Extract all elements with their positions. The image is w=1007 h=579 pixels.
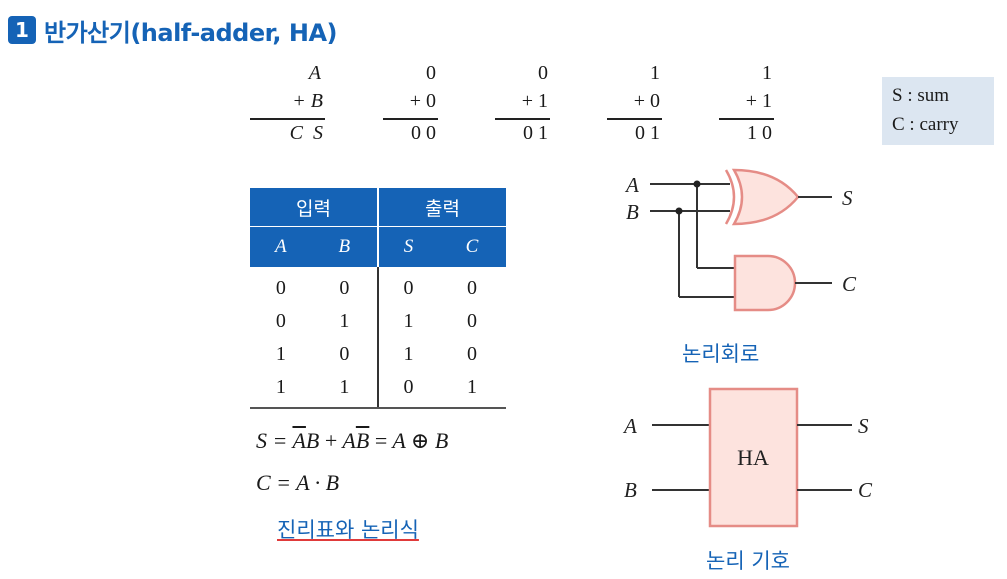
equals-sign: = <box>374 428 388 453</box>
sum-lhs: S = <box>256 428 288 453</box>
ha-symbol: A B HA S C <box>622 387 873 528</box>
legend-box: S : sum C : carry <box>882 77 994 145</box>
truth-table: 입력 출력 A B S C 0 0 0 0 0 1 1 0 1 0 1 0 <box>250 188 506 409</box>
addition-addend: + 0 <box>633 90 660 112</box>
xor-b: B <box>434 428 449 453</box>
xor-gate <box>731 168 800 226</box>
cell: 0 <box>467 343 478 365</box>
table-row: 0 0 0 0 <box>250 267 506 305</box>
xor-symbol: ⊕ <box>410 428 430 453</box>
symbol-output-s: S <box>858 414 869 438</box>
not-a: A <box>292 428 306 453</box>
addition-bar <box>607 118 662 120</box>
addition-addend: + 1 <box>521 90 548 112</box>
cell: 0 <box>311 338 379 371</box>
caption-circuit: 논리회로 <box>682 342 760 366</box>
addition-bar <box>495 118 550 120</box>
cell: 0 <box>377 371 439 409</box>
addition-bar <box>383 118 438 120</box>
cell: 0 <box>467 277 478 299</box>
logic-circuit: A B S C <box>624 168 857 312</box>
addition-top: 0 <box>538 62 548 84</box>
addition-addend: + 0 <box>409 90 436 112</box>
cell: 0 <box>403 277 414 299</box>
addition-result: 1 0 <box>747 122 772 144</box>
cell: 0 <box>311 267 379 305</box>
cell: 0 <box>467 310 478 332</box>
cell: 1 <box>250 371 312 409</box>
addition-bar <box>250 118 325 120</box>
col-s: S <box>377 226 439 267</box>
legend-sum: S : sum <box>892 85 950 106</box>
addition-result: C S <box>289 122 323 144</box>
col-c: C <box>438 226 506 267</box>
addition-addend: + B <box>292 90 323 112</box>
cell: 1 <box>311 371 379 409</box>
term-b: B <box>305 428 320 453</box>
section-header: 1 반가산기(half-adder, HA) <box>8 12 338 48</box>
junction-a <box>693 180 701 188</box>
cell: 0 <box>275 277 286 299</box>
section-number: 1 <box>8 16 36 44</box>
cell: 1 <box>403 310 414 332</box>
col-b: B <box>311 226 379 267</box>
ha-block <box>708 387 799 528</box>
cell: 1 <box>438 371 506 409</box>
addition-addend: + 1 <box>745 90 772 112</box>
header-input: 입력 <box>250 188 379 227</box>
addition-top: A <box>308 62 321 84</box>
and-gate <box>733 254 797 312</box>
sum-equation: S = AB + AB = A ⊕ B <box>256 428 448 454</box>
xor-input-curve <box>724 169 736 225</box>
addition-result: 0 1 <box>635 122 660 144</box>
circuit-output-c: C <box>842 272 857 296</box>
table-row: 1 1 0 1 <box>250 371 506 409</box>
symbol-input-b: B <box>624 478 637 502</box>
section-title: 반가산기(half-adder, HA) <box>44 18 338 47</box>
symbol-output-c: C <box>858 478 873 502</box>
cell: 1 <box>403 343 414 365</box>
caption-table-text: 진리표와 논리식 <box>277 518 419 542</box>
table-row: 0 1 1 0 <box>250 305 506 338</box>
addition-result: 0 0 <box>411 122 436 144</box>
ha-block-label: HA <box>737 445 769 470</box>
xor-a: A <box>392 428 406 453</box>
header-output: 출력 <box>377 188 506 227</box>
col-a: A <box>250 226 312 267</box>
table-row: 1 0 1 0 <box>250 338 506 371</box>
term-a: A <box>342 428 356 453</box>
not-b: B <box>355 428 370 453</box>
circuit-input-a: A <box>624 173 639 197</box>
addition-result: 0 1 <box>523 122 548 144</box>
caption-symbol: 논리 기호 <box>706 549 790 573</box>
addition-top: 1 <box>762 62 772 84</box>
junction-b <box>675 207 683 215</box>
cell: 1 <box>275 343 286 365</box>
addition-top: 0 <box>426 62 436 84</box>
cell: 0 <box>275 310 286 332</box>
addition-bar <box>719 118 774 120</box>
circuit-input-b: B <box>626 200 639 224</box>
cell: 1 <box>311 305 379 338</box>
circuit-output-s: S <box>842 186 853 210</box>
carry-equation: C = A · B <box>256 470 340 495</box>
legend-carry: C : carry <box>892 114 959 135</box>
plus-sign: + <box>324 428 338 453</box>
caption-table: 진리표와 논리식 <box>277 514 419 544</box>
symbol-input-a: A <box>622 414 637 438</box>
addition-top: 1 <box>650 62 660 84</box>
